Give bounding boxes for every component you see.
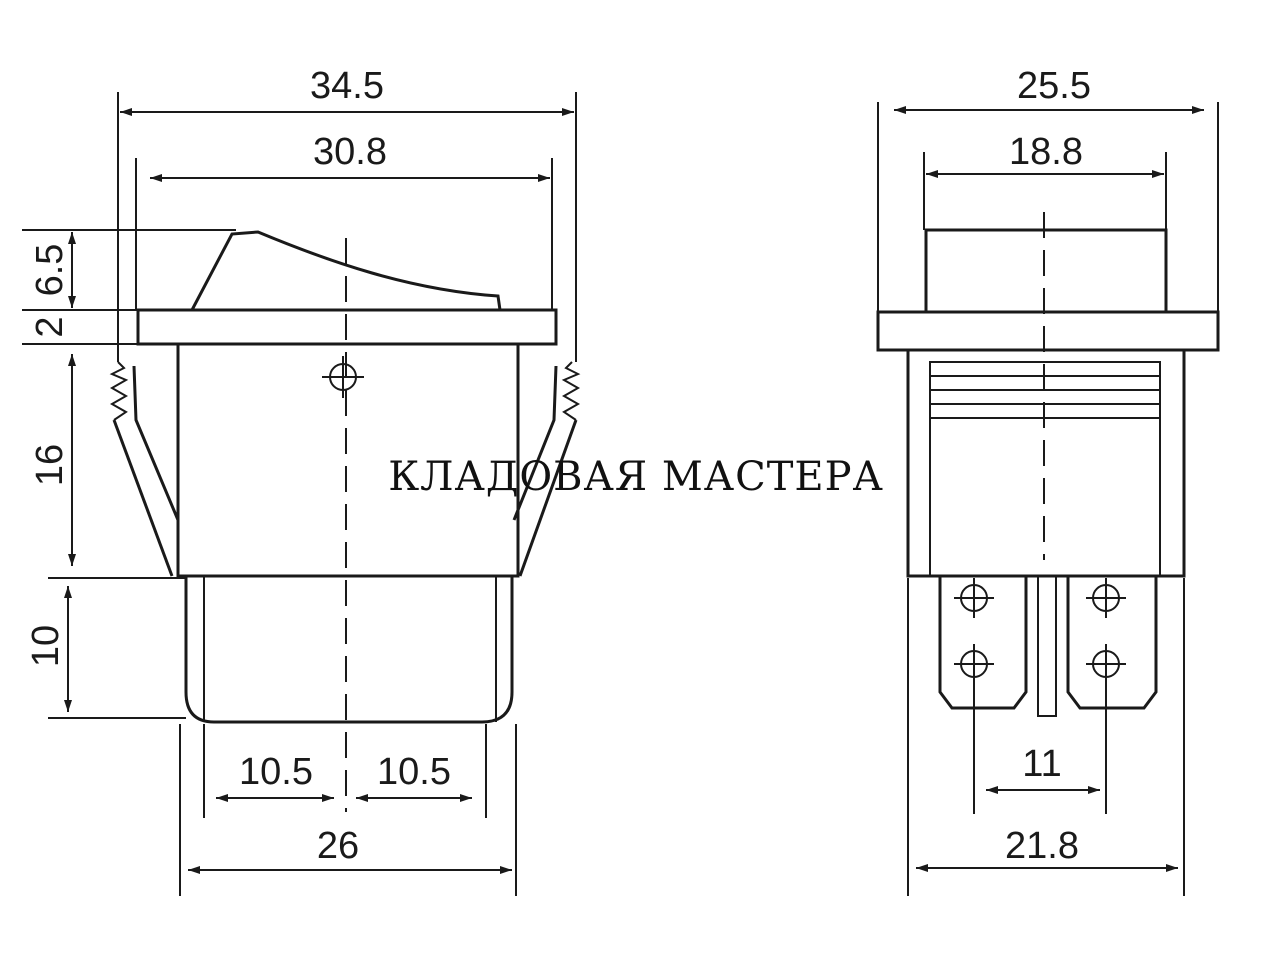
terminal-block <box>184 576 514 724</box>
right-terminal <box>1066 576 1158 710</box>
dim-rocker-width: 18.8 <box>1009 131 1083 173</box>
center-tab <box>1037 575 1057 717</box>
ribbed-section <box>929 361 1161 577</box>
dim-body-width: 26 <box>317 825 359 867</box>
side-flange <box>876 310 1220 352</box>
front-view: 34.5 30.8 6.5 2 16 10 10.5 10.5 26 <box>22 65 581 896</box>
right-latch <box>512 361 581 577</box>
watermark: КЛАДОВАЯ МАСТЕРА <box>388 454 884 500</box>
terminal-hole <box>954 578 994 618</box>
dim-flange-thickness: 2 <box>29 316 71 337</box>
dim-terminal-pitch-right: 10.5 <box>377 751 451 793</box>
dim-side-body-width: 21.8 <box>1005 825 1079 867</box>
rocker <box>190 230 502 311</box>
housing-body <box>176 342 520 578</box>
side-view: 25.5 18.8 11 21.8 <box>876 65 1220 896</box>
dim-terminal-height: 10 <box>25 625 67 667</box>
left-latch <box>109 361 180 577</box>
dim-terminal-pitch-left: 10.5 <box>239 751 313 793</box>
mounting-mark <box>322 356 364 398</box>
left-terminal <box>938 576 1028 710</box>
terminal-hole <box>1086 578 1126 618</box>
dim-overall-width: 34.5 <box>310 65 384 107</box>
dim-body-height: 16 <box>29 444 71 486</box>
rocker-block <box>924 228 1168 314</box>
side-body <box>906 348 1186 578</box>
terminal-hole <box>1086 644 1126 684</box>
terminal-hole <box>954 644 994 684</box>
dim-flange-width: 30.8 <box>313 131 387 173</box>
dim-side-overall-width: 25.5 <box>1017 65 1091 107</box>
dim-side-terminal-pitch: 11 <box>1022 743 1061 785</box>
dim-rocker-height: 6.5 <box>29 244 71 297</box>
